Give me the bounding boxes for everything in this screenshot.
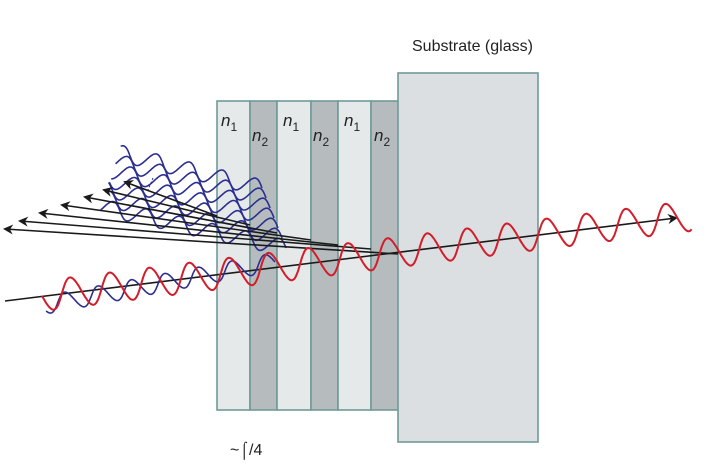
reflected-ray-2 (18, 216, 372, 250)
reflected-ray-1 (3, 224, 399, 255)
substrate-label: Substrate (glass) (412, 38, 533, 55)
reflected-ray-4 (60, 201, 312, 241)
quarter-wave-label: ~⌠/4 (230, 441, 262, 461)
reflected-wave-6 (111, 166, 271, 211)
reflected-rays (3, 180, 399, 255)
layer-n1-a (216, 100, 251, 411)
reflected-ray-3 (38, 208, 339, 246)
reflected-wave-7 (115, 155, 267, 201)
layer-label-6: n2 (374, 126, 390, 149)
layer-label-2: n2 (252, 126, 268, 149)
substrate-block (397, 72, 539, 443)
reflected-ray-5 (83, 193, 278, 234)
layer-labels: n1 n2 n1 n2 n1 n2 (221, 111, 390, 149)
layer-label-4: n2 (313, 126, 329, 149)
layer-label-3: n1 (283, 111, 299, 134)
layer-label-5: n1 (344, 111, 360, 134)
layer-label-1: n1 (221, 111, 237, 134)
reflected-ray-6 (102, 187, 251, 226)
reflected-ray-7 (123, 180, 218, 217)
layer-n1-c (337, 100, 372, 411)
layer-n1-b (276, 100, 312, 411)
transmitted-wave (41, 202, 693, 311)
reflected-wave-8 (120, 145, 263, 191)
